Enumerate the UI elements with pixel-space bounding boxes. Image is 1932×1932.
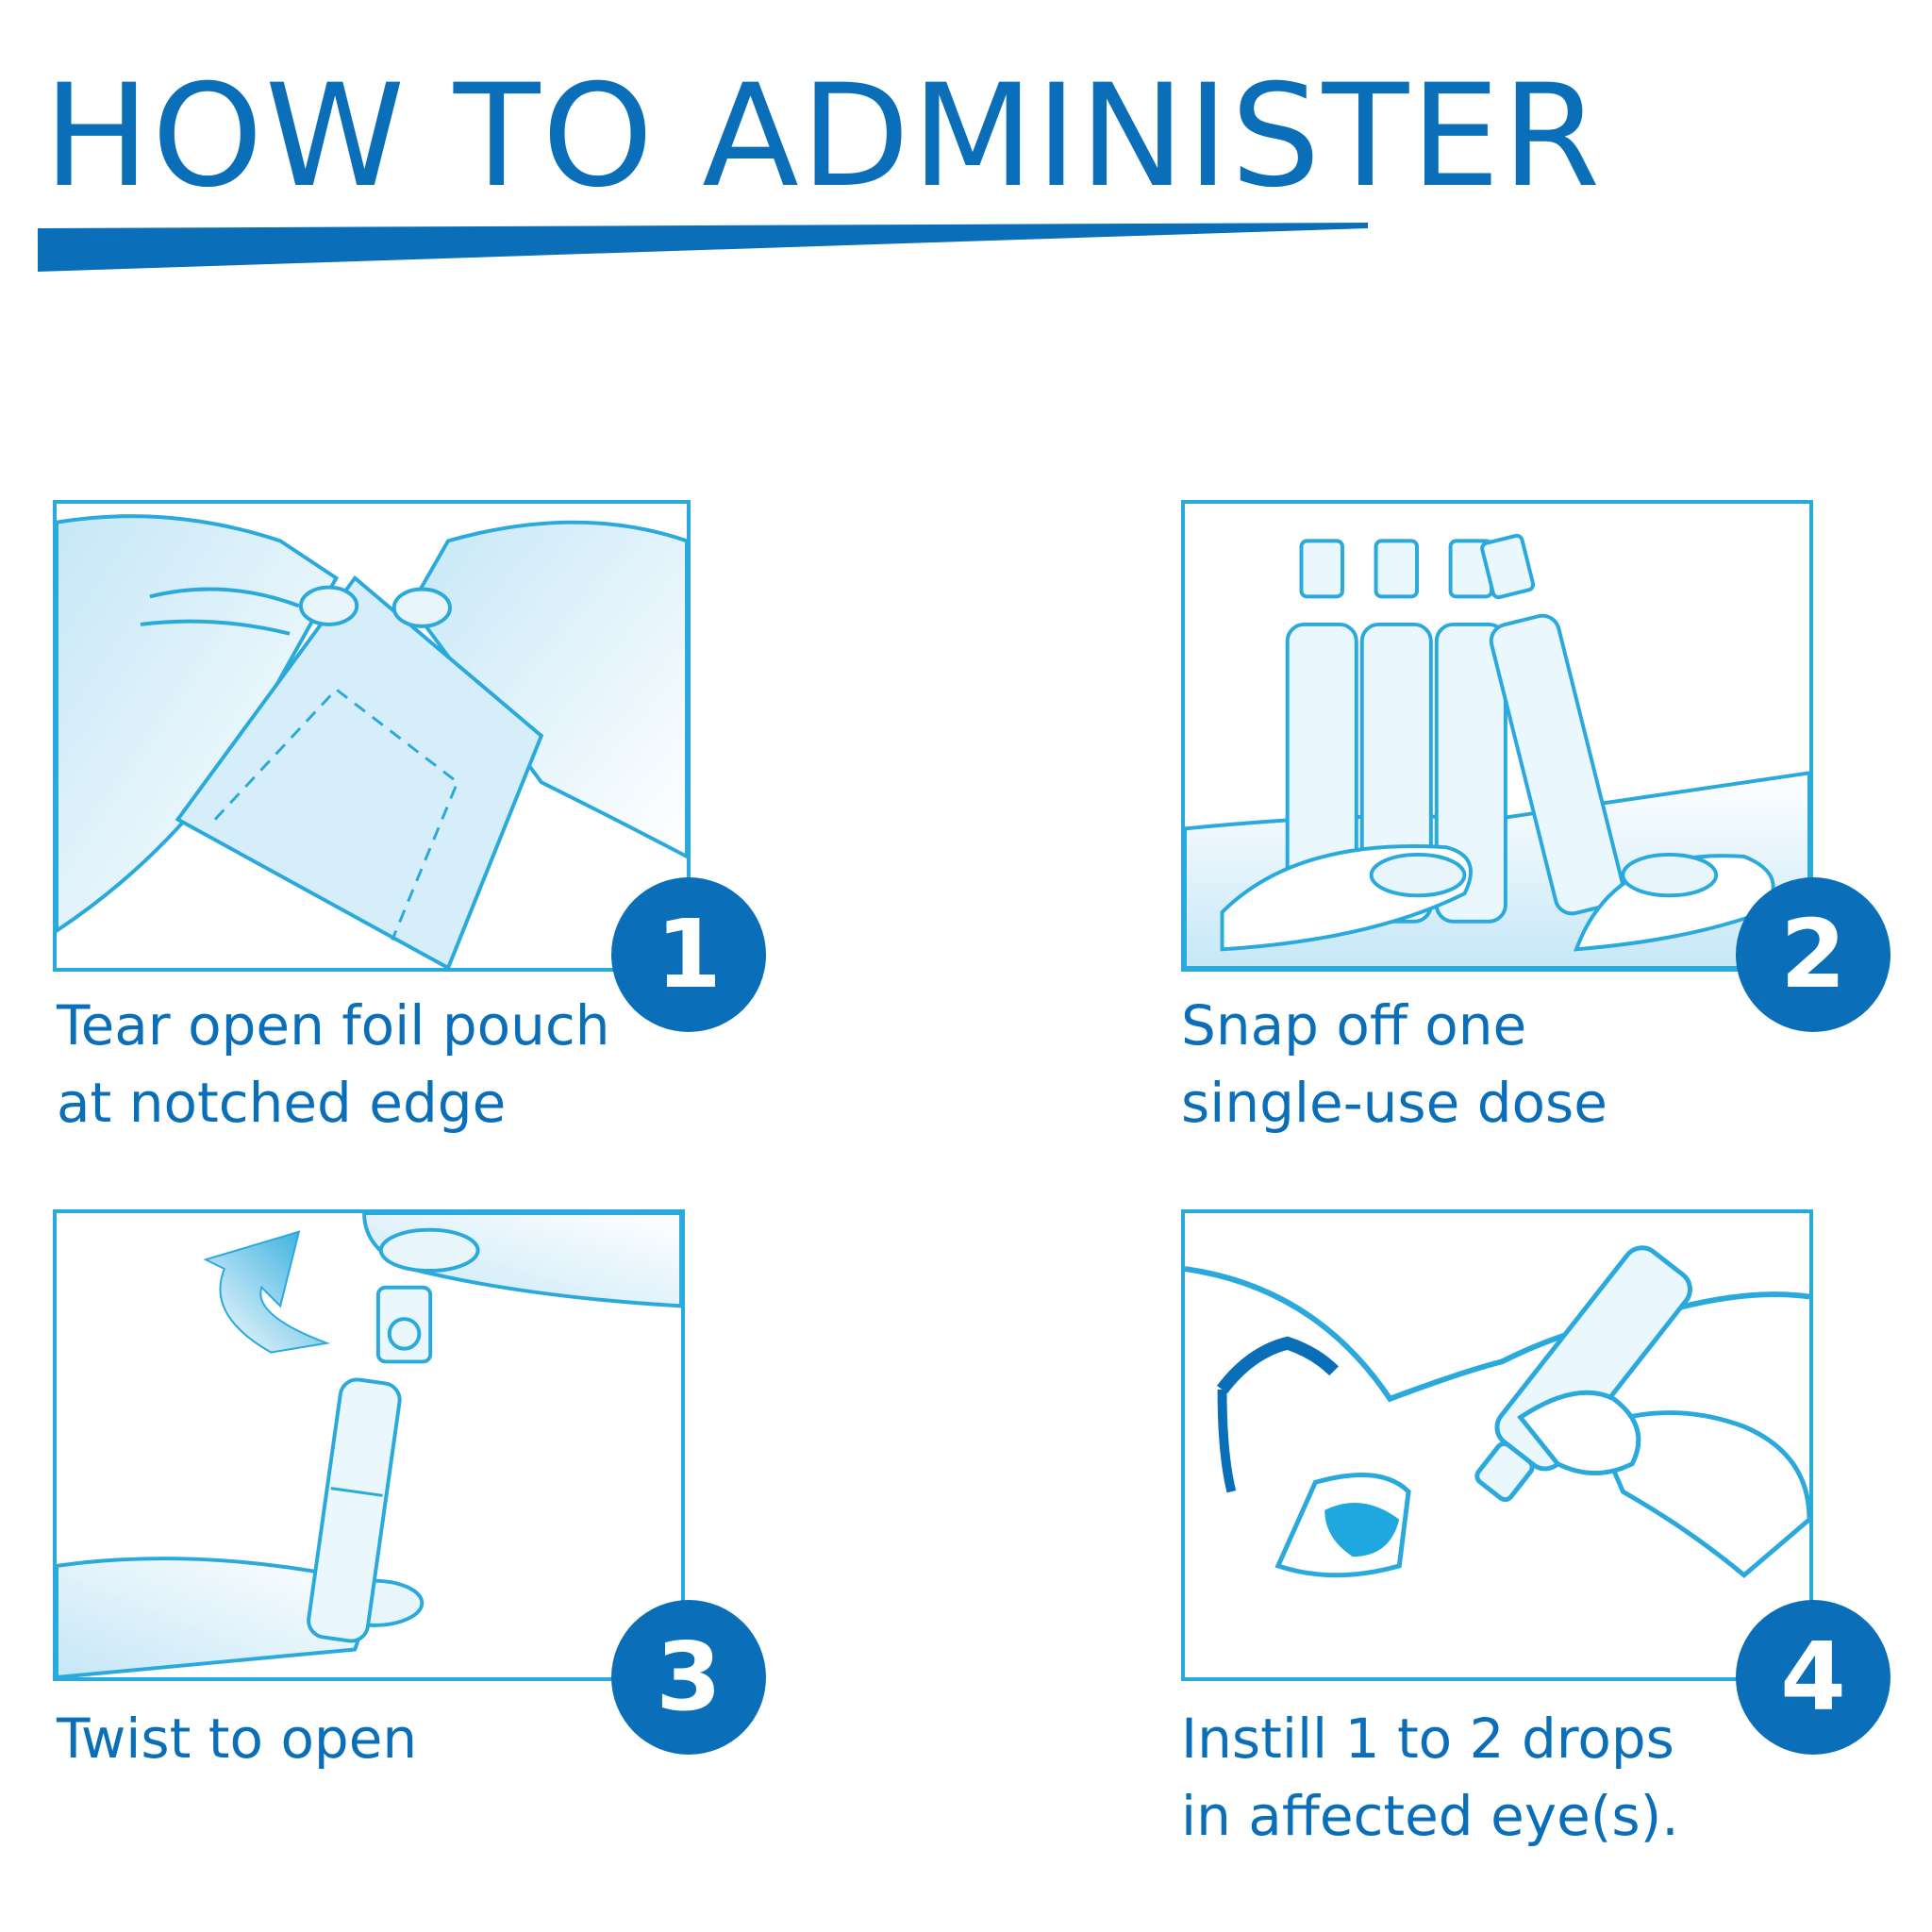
step-2-illustration [1181, 500, 1813, 972]
step-3-caption-line-1: Twist to open [57, 1707, 418, 1771]
step-2-caption: Snap off one single-use dose [1181, 987, 1607, 1141]
step-3-illustration [53, 1209, 685, 1681]
step-2-number-badge: 2 [1736, 877, 1890, 1032]
step-1-caption: Tear open foil pouch at notched edge [57, 987, 610, 1141]
step-1-illustration [53, 500, 691, 972]
twist-vial-illustration-icon [57, 1213, 681, 1677]
step-3-caption: Twist to open [57, 1700, 417, 1777]
step-4-caption-line-1: Instill 1 to 2 drops [1181, 1707, 1674, 1771]
step-2-caption-line-2: single-use dose [1181, 1071, 1607, 1135]
snap-vial-illustration-icon [1185, 533, 1809, 968]
step-4-number-badge: 4 [1736, 1600, 1890, 1755]
step-4-caption: Instill 1 to 2 drops in affected eye(s). [1181, 1700, 1679, 1855]
step-1-caption-line-1: Tear open foil pouch [57, 993, 610, 1058]
page-title: HOW TO ADMINISTER [43, 55, 1603, 219]
step-1-number-badge: 1 [611, 877, 766, 1032]
step-2-caption-line-1: Snap off one [1181, 993, 1527, 1058]
tear-pouch-illustration-icon [57, 514, 687, 968]
step-4-caption-line-2: in affected eye(s). [1181, 1784, 1679, 1848]
title-underline [38, 223, 1368, 272]
step-3-number-badge: 3 [611, 1600, 766, 1755]
step-1-caption-line-2: at notched edge [57, 1071, 507, 1135]
step-4-illustration [1181, 1209, 1813, 1681]
eye-drop-illustration-icon [1185, 1245, 1809, 1578]
